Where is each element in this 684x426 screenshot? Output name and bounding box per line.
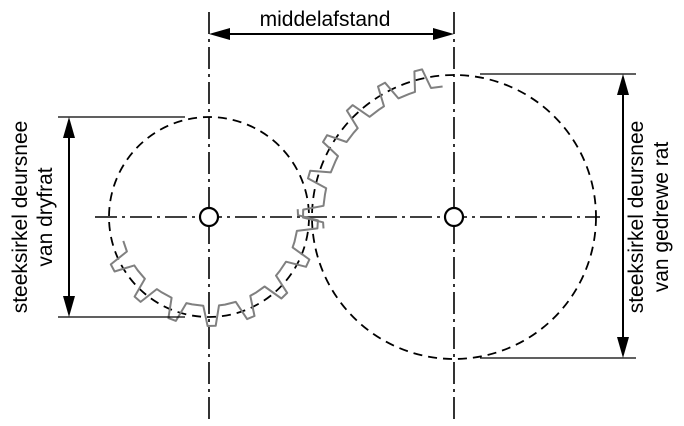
center-distance-label: middelafstand	[260, 8, 391, 31]
center-distance-dimension	[209, 28, 454, 40]
svg-text:steeksirkel deursnee: steeksirkel deursnee	[625, 121, 648, 314]
driver-diameter-arrow-bottom	[63, 296, 75, 317]
driven-hub-circle	[443, 206, 465, 228]
svg-text:van dryfrat: van dryfrat	[34, 167, 57, 266]
driver-diameter-arrow-top	[63, 117, 75, 138]
driven-diameter-label: steeksirkel deursnee van gedrewe rat	[625, 121, 673, 314]
driven-diameter-arrow-bottom	[617, 337, 629, 358]
center-distance-arrow-left	[209, 28, 230, 40]
center-distance-arrow-right	[433, 28, 454, 40]
driver-diameter-dimension	[58, 116, 185, 318]
svg-text:van gedrewe rat: van gedrewe rat	[650, 142, 673, 293]
driven-pitch-circle	[311, 74, 597, 360]
svg-text:steeksirkel deursnee: steeksirkel deursnee	[9, 121, 32, 314]
driver-diameter-label: steeksirkel deursnee van dryfrat	[9, 121, 57, 314]
driven-gear-teeth	[302, 68, 443, 229]
driven-diameter-arrow-top	[617, 74, 629, 95]
driver-gear-teeth	[109, 209, 319, 327]
driver-hub-circle	[198, 206, 220, 228]
driven-diameter-dimension	[480, 73, 636, 359]
driver-pitch-circle	[108, 116, 310, 318]
